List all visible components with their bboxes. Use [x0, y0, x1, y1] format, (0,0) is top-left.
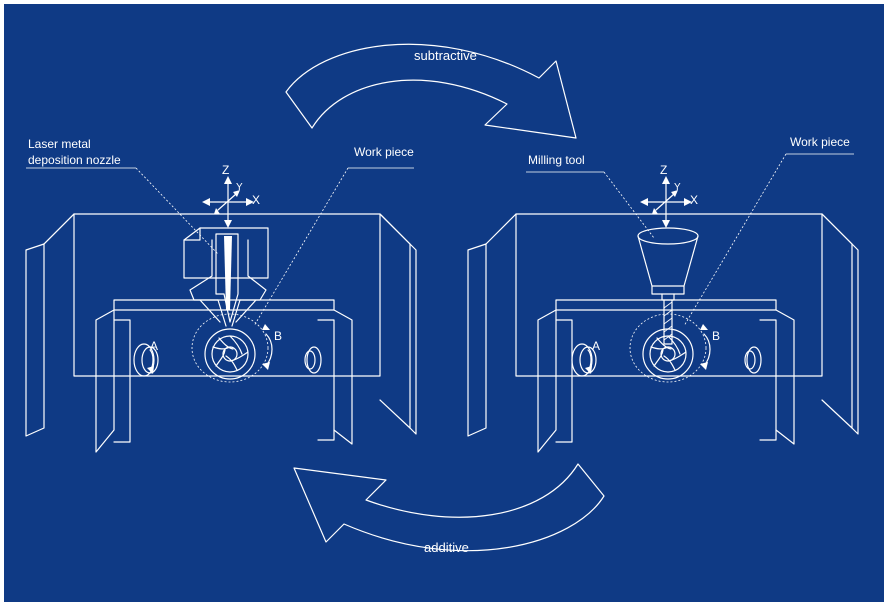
right-axis-b-label: B [712, 329, 720, 343]
additive-arrow: additive [293, 463, 605, 555]
right-axis-x-label: X [690, 193, 698, 207]
right-workpiece-label: Work piece [790, 135, 850, 149]
left-workpiece-label: Work piece [354, 145, 414, 159]
process-diagram: subtractive additive [25, 43, 859, 555]
milling-callout-leader [603, 171, 655, 239]
milling-tool [637, 227, 699, 345]
additive-label: additive [424, 540, 469, 555]
milling-tool-label: Milling tool [528, 153, 585, 167]
deposition-head [183, 227, 269, 327]
left-axis-y-label: Y [236, 182, 243, 193]
nozzle-label-line2: deposition nozzle [28, 153, 121, 167]
left-workpiece [191, 313, 269, 383]
nozzle-label-line1: Laser metal [28, 137, 91, 151]
left-workpiece-callout-leader [253, 167, 349, 327]
right-axis-gizmo: Z Y X [640, 163, 698, 228]
right-axis-a-label: A [592, 339, 600, 353]
left-axis-a-label: A [150, 339, 158, 353]
subtractive-arrow: subtractive [285, 43, 577, 139]
right-machine: Z Y X A B Milling tool Work piece [467, 135, 859, 453]
right-workpiece [629, 313, 707, 383]
right-workpiece-callout-leader [683, 153, 787, 327]
right-axis-y-label: Y [674, 182, 681, 193]
left-axis-x-label: X [252, 193, 260, 207]
left-axis-gizmo: Z Y X [202, 163, 260, 228]
left-axis-b-label: B [274, 329, 282, 343]
right-axis-z-label: Z [660, 163, 667, 177]
nozzle-callout-leader [135, 167, 219, 255]
blueprint-canvas: subtractive additive [4, 4, 884, 602]
subtractive-label: subtractive [414, 48, 477, 63]
left-axis-z-label: Z [222, 163, 229, 177]
left-machine: Z Y X A B Laser metal deposition nozzle … [25, 137, 417, 453]
